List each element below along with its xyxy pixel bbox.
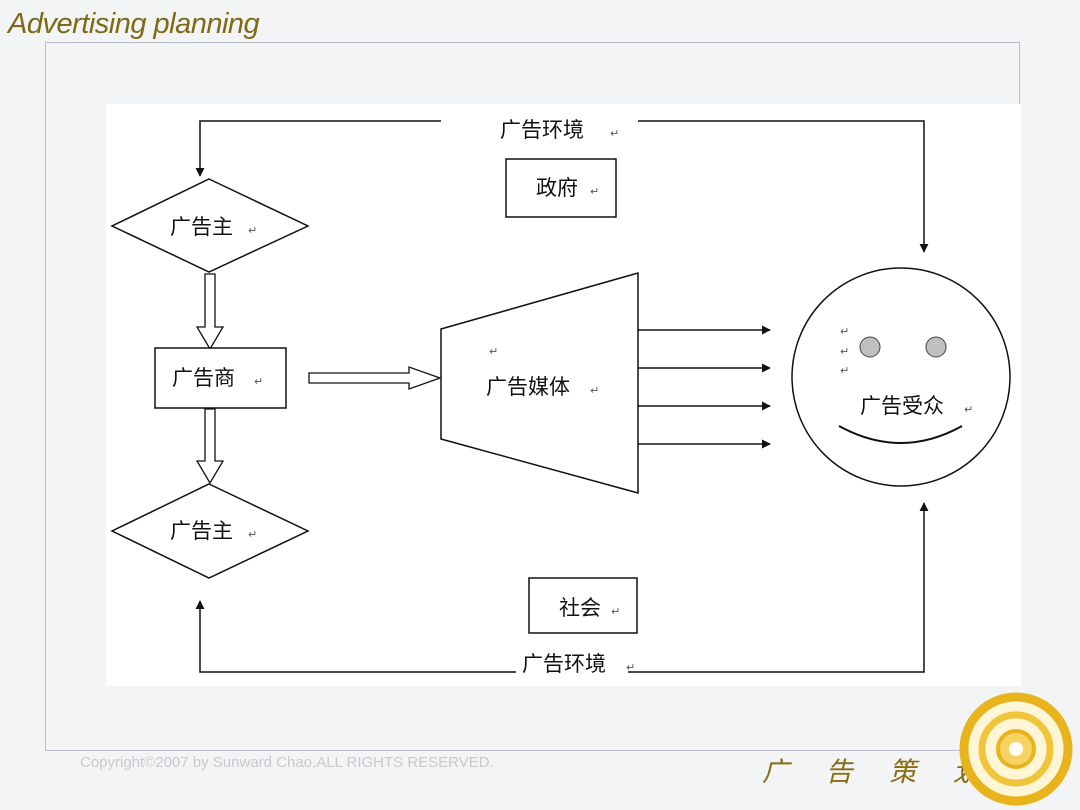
agency-box: 广告商 ↵ — [154, 347, 287, 409]
svg-text:↵: ↵ — [248, 224, 257, 237]
svg-text:↵: ↵ — [254, 375, 263, 388]
svg-text:↵: ↵ — [610, 127, 619, 140]
svg-text:政府: 政府 — [536, 176, 578, 200]
svg-text:广告环境: 广告环境 — [522, 652, 606, 676]
hollow-arrow-agency-to-advertiser — [195, 408, 225, 485]
svg-text:↵: ↵ — [590, 185, 599, 198]
svg-text:广告主: 广告主 — [170, 519, 233, 543]
top-environment-label: 广告环境 ↵ — [500, 118, 619, 142]
svg-text:↵: ↵ — [611, 605, 620, 618]
frame-border-left — [45, 42, 46, 750]
frame-border-bottom — [45, 750, 960, 751]
top-environment-connector — [195, 120, 929, 253]
svg-text:↵: ↵ — [626, 661, 635, 674]
government-box: 政府 ↵ — [505, 158, 617, 218]
svg-text:广告主: 广告主 — [170, 215, 233, 239]
advertiser-top-diamond: 广告主 ↵ — [110, 178, 310, 273]
svg-text:广告商: 广告商 — [172, 366, 235, 390]
target-logo-icon — [959, 692, 1073, 806]
svg-text:↵: ↵ — [840, 325, 849, 338]
slide-title: Advertising planning — [8, 8, 260, 40]
advertiser-bottom-diamond: 广告主 ↵ — [110, 483, 310, 579]
footer-copyright: Copyright©2007 by Sunward Chao,ALL RIGHT… — [80, 754, 494, 771]
svg-text:↵: ↵ — [840, 364, 849, 377]
svg-text:↵: ↵ — [840, 345, 849, 358]
media-broadcast-arrows — [638, 325, 771, 449]
bottom-environment-connector — [195, 502, 929, 673]
media-trapezoid: ↵ 广告媒体 ↵ — [440, 272, 639, 494]
svg-text:广告环境: 广告环境 — [500, 118, 584, 142]
hollow-arrow-advertiser-to-agency — [195, 273, 225, 351]
audience-smiley: ↵ ↵ ↵ 广告受众 ↵ — [791, 267, 1011, 487]
svg-text:社会: 社会 — [559, 596, 601, 620]
footer-brand-text: 广 告 策 划 — [762, 757, 994, 788]
hollow-arrow-agency-to-media — [308, 366, 442, 390]
frame-border-top — [45, 42, 1020, 43]
svg-text:↵: ↵ — [590, 384, 599, 397]
society-box: 社会 ↵ — [528, 577, 638, 634]
svg-text:↵: ↵ — [248, 528, 257, 541]
frame-border-right — [1019, 42, 1020, 104]
svg-text:↵: ↵ — [964, 403, 973, 416]
svg-text:广告媒体: 广告媒体 — [486, 375, 570, 399]
bottom-environment-label: 广告环境 ↵ — [522, 652, 635, 676]
svg-text:↵: ↵ — [489, 345, 498, 358]
advertising-flow-diagram: 广告环境 ↵ 政府 ↵ 广告主 ↵ 广告商 ↵ 广告主 ↵ ↵ 广告媒体 ↵ — [110, 118, 1011, 676]
svg-text:广告受众: 广告受众 — [860, 394, 944, 418]
